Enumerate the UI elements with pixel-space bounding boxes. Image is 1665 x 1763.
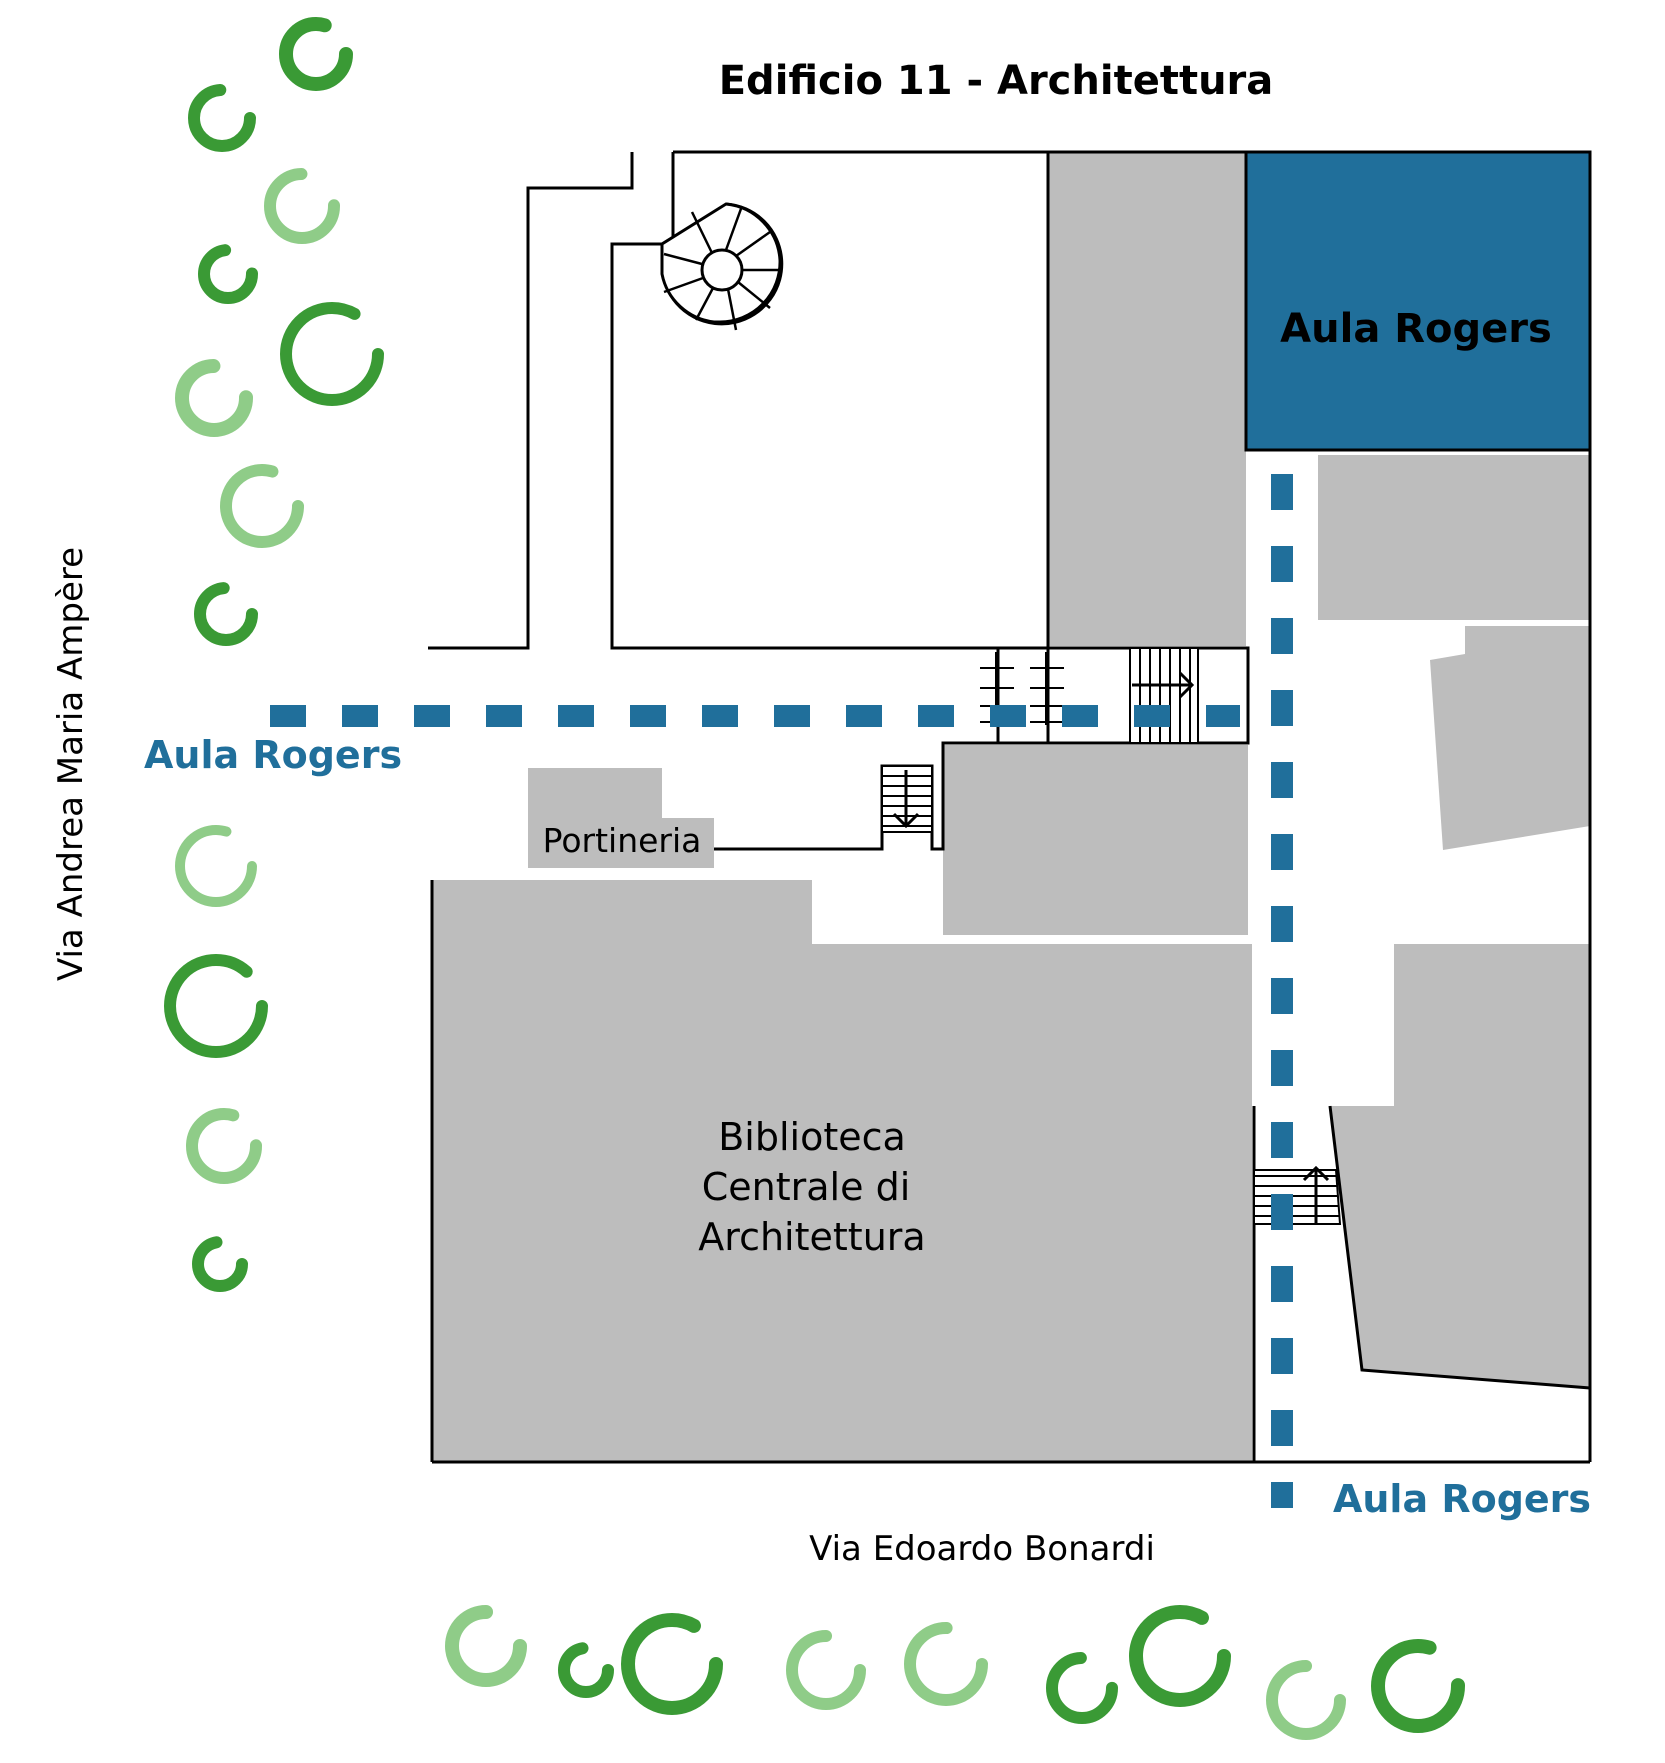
outline-courtyard	[610, 150, 1050, 650]
route-label-south: Aula Rogers	[1333, 1477, 1591, 1521]
tree-ring-icon	[279, 17, 353, 91]
building-east-upper	[1318, 455, 1590, 620]
trees	[164, 17, 1465, 1740]
tree-ring-icon	[445, 1605, 527, 1687]
library-label-line1: Biblioteca	[718, 1115, 906, 1159]
route-to-aula-rogers	[270, 474, 1293, 1508]
tree-ring-icon	[186, 1108, 262, 1184]
aula-rogers-room[interactable]	[1244, 150, 1592, 452]
portineria-annex	[662, 818, 714, 868]
tree-ring-icon	[904, 1622, 988, 1706]
map-title: Edificio 11 - Architettura	[719, 58, 1274, 104]
tree-ring-icon	[786, 1630, 866, 1710]
route-label-west: Aula Rogers	[144, 733, 402, 777]
tree-ring-icon	[1266, 1660, 1346, 1740]
building-east-angled	[1430, 626, 1590, 850]
tree-ring-icon	[194, 582, 258, 646]
tree-ring-icon	[280, 302, 384, 406]
tree-ring-icon	[1129, 1605, 1231, 1707]
tree-ring-icon	[1046, 1652, 1118, 1724]
tree-ring-icon	[621, 1613, 723, 1715]
building-north-strip	[1048, 152, 1246, 646]
tree-ring-icon	[1371, 1639, 1465, 1733]
street-west-label: Via Andrea Maria Ampère	[51, 547, 91, 981]
portineria-label: Portineria	[543, 821, 702, 860]
outline-corridor-room	[996, 646, 1250, 745]
portineria-building	[528, 768, 662, 868]
tree-ring-icon	[175, 359, 253, 437]
south-stairs	[1253, 1165, 1342, 1225]
tree-ring-icon	[264, 168, 340, 244]
tree-ring-icon	[558, 1642, 614, 1698]
gray-buildings	[432, 152, 1590, 1462]
tree-ring-icon	[188, 84, 256, 152]
tree-ring-icon	[164, 954, 268, 1058]
library-label-line2: Centrale di	[702, 1165, 911, 1209]
street-south-label: Via Edoardo Bonardi	[809, 1529, 1155, 1569]
building-center	[943, 745, 1248, 935]
library-label-line3: Architettura	[698, 1215, 925, 1259]
tree-ring-icon	[198, 244, 258, 304]
stairs-direction-arrow-icon	[1302, 1165, 1330, 1224]
aula-rogers-label[interactable]: Aula Rogers	[1280, 306, 1552, 352]
tree-ring-icon	[175, 825, 257, 907]
portineria-stairs	[881, 765, 933, 833]
stairs-direction-arrow-icon	[892, 770, 920, 829]
outline-southeast-building	[1328, 1105, 1591, 1390]
library-building	[432, 880, 1252, 1462]
spiral-staircase-icon	[660, 202, 784, 331]
tree-ring-icon	[192, 1236, 248, 1292]
corridor-stairs-right	[1129, 647, 1199, 744]
tree-ring-icon	[220, 464, 304, 548]
building-southeast	[1330, 944, 1590, 1388]
outline-west-corridor	[428, 152, 634, 650]
stairs-direction-arrow-icon	[1132, 671, 1195, 699]
